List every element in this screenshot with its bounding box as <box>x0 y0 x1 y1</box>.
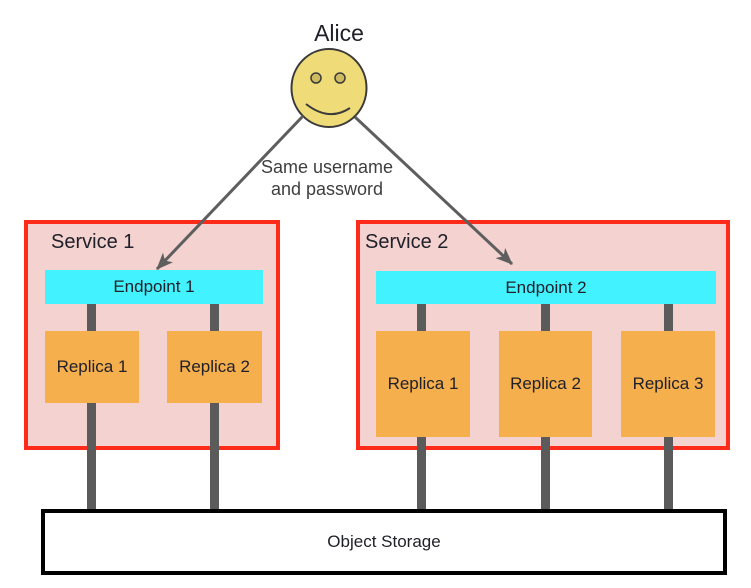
service2-replica1: Replica 1 <box>376 331 470 437</box>
connector-line <box>210 302 219 333</box>
actor-label: Alice <box>314 20 364 46</box>
smiley-face-icon <box>290 48 368 128</box>
smiley-head <box>290 48 368 128</box>
service2-replica2: Replica 2 <box>499 331 592 437</box>
connector-line <box>87 302 96 333</box>
service2-replica3: Replica 3 <box>621 331 715 437</box>
object-storage-label: Object Storage <box>327 532 441 551</box>
service1-title: Service 1 <box>51 231 135 253</box>
connector-line <box>541 435 550 512</box>
smiley-left-eye <box>310 72 322 84</box>
credentials-note-line2: and password <box>270 179 384 199</box>
credentials-note: Same username and password <box>227 156 427 200</box>
service1-replica2: Replica 2 <box>167 331 262 403</box>
connector-line <box>417 435 426 512</box>
service1-replica1: Replica 1 <box>45 331 139 403</box>
connector-line <box>664 435 673 512</box>
connector-line <box>210 401 219 512</box>
service2-endpoint: Endpoint 2 <box>376 271 716 304</box>
service1-endpoint: Endpoint 1 <box>45 270 263 304</box>
connector-line <box>87 401 96 512</box>
connector-line <box>417 302 426 333</box>
smiley-mouth <box>305 103 351 115</box>
connector-line <box>541 302 550 333</box>
object-storage-container: Object Storage <box>41 509 727 575</box>
credentials-note-line1: Same username <box>260 157 394 177</box>
smiley-right-eye <box>334 72 346 84</box>
connector-line <box>664 302 673 333</box>
service2-title: Service 2 <box>365 231 449 253</box>
